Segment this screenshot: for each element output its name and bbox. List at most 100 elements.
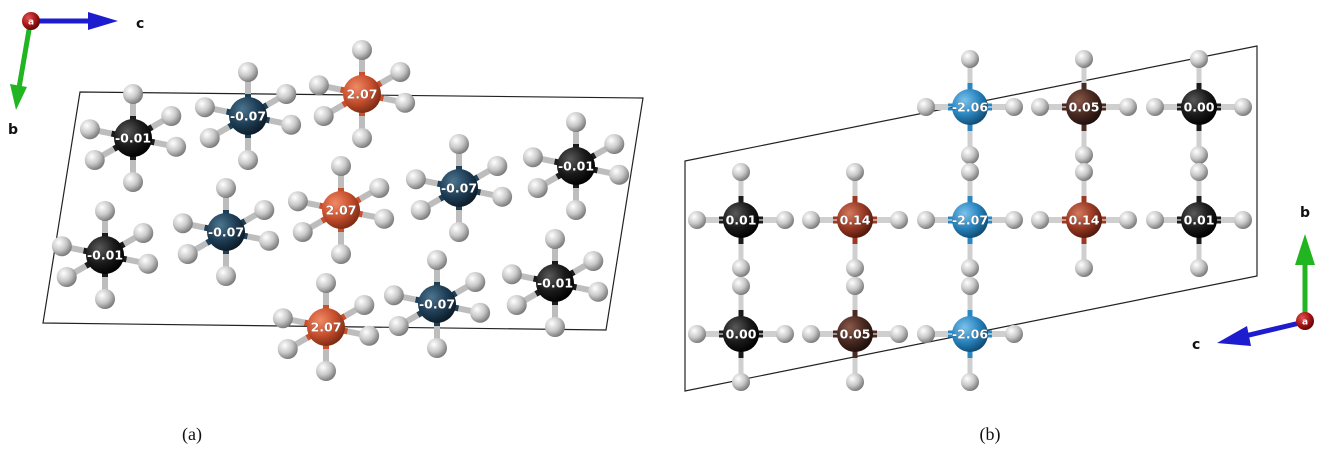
ligand-atom [277,339,298,359]
ligand-atom [802,211,820,229]
axes-indicator-b: a b c [1192,205,1315,353]
charge-label: -0.07 [230,109,266,124]
metal-atom [952,316,988,352]
ligand-atom [917,325,935,343]
c-axis-arrow-icon [88,12,118,30]
ligand-atom [427,338,447,358]
ligand-atom [545,229,565,249]
ligand-atom [199,128,220,148]
ligand-atom [583,251,604,271]
unit-cell-b [684,45,1258,392]
ligand-atom [1005,325,1023,343]
b-axis-arrow-icon [10,84,27,110]
ligand-atom [123,84,143,104]
ligand-atom [133,223,154,243]
ligand-atom [1075,259,1093,277]
ligand-atom [410,200,431,220]
ligand-atom [352,40,372,60]
ligand-atom [281,114,302,135]
axis-label-c-b: c [1192,337,1200,353]
ligand-atom [272,308,293,329]
ligand-atom [1190,259,1208,277]
ligand-atom [1119,211,1137,229]
ligand-atom [79,119,100,140]
ligand-atom [566,112,586,132]
axis-label-b: b [8,122,18,138]
ligand-atom [604,134,625,154]
charge-label: -0.01 [537,276,573,291]
metal-atom [307,308,345,346]
a-axis-ball-icon [22,12,40,30]
ligand-atom [405,169,426,190]
ligands-b [688,50,1252,391]
ligand-atom [917,98,935,116]
ligand-atom [846,373,864,391]
ligand-atom [1146,98,1164,116]
metal-atom [322,191,360,229]
ligand-atom [732,259,750,277]
ligand-atom [609,164,630,185]
metal-atom [343,75,381,113]
ligand-atom [566,200,586,220]
ligand-atom [238,150,258,170]
axis-label-a-b: a [1302,318,1308,328]
metal-atom [114,119,152,157]
ligand-atom [688,211,706,229]
ligand-atom [316,273,336,293]
ligand-atom [732,373,750,391]
ligand-atom [522,147,543,168]
b-axis-arrow-icon-b [1295,234,1315,265]
charge-label: 2.07 [326,203,357,218]
ligand-atom [776,211,794,229]
ligand-atom [1234,98,1252,116]
ligand-atom [890,211,908,229]
ligand-atom [172,213,193,234]
ligand-atom [177,244,198,264]
ligand-atom [1031,98,1049,116]
metal-atom [1066,89,1102,125]
ligand-atom [470,302,491,323]
ligand-atom [492,186,513,207]
charge-label: 0.05 [840,327,871,342]
ligand-atom [527,178,548,198]
ligand-atom [776,325,794,343]
ligand-atom [216,266,236,286]
ligand-atom [961,146,979,164]
charge-label: -2.07 [952,213,988,228]
ligand-atom [95,289,115,309]
ligand-atom [961,50,979,68]
ligand-atom [688,325,706,343]
charge-label: -0.01 [87,248,123,263]
metal-atom [952,202,988,238]
ligand-atom [961,163,979,181]
ligand-atom [259,230,280,251]
charge-label: 2.07 [347,87,378,102]
ligand-atom [449,134,469,154]
ligand-atom [506,295,527,315]
ligand-atom [95,201,115,221]
ligand-atom [254,200,275,220]
ligand-atom [313,106,334,126]
charge-label: -0.07 [441,181,477,196]
ligand-atom [1119,98,1137,116]
ligand-atom [487,156,508,176]
charge-label: -2.06 [952,100,988,115]
charge-label: 0.00 [1184,100,1215,115]
ligand-atom [1146,211,1164,229]
axis-label-c: c [136,16,144,32]
ligand-atom [961,373,979,391]
metal-atom [536,264,574,302]
ligand-atom [465,272,486,292]
charge-label: -0.01 [115,131,151,146]
ligand-atom [292,222,313,242]
metal-atom [952,89,988,125]
ligand-atom [846,277,864,295]
ligand-atom [588,281,609,302]
ligand-atom [161,106,182,126]
ligand-atom [316,361,336,381]
ligand-atom [732,277,750,295]
ligand-atom [287,191,308,212]
ligand-atom [238,62,258,82]
